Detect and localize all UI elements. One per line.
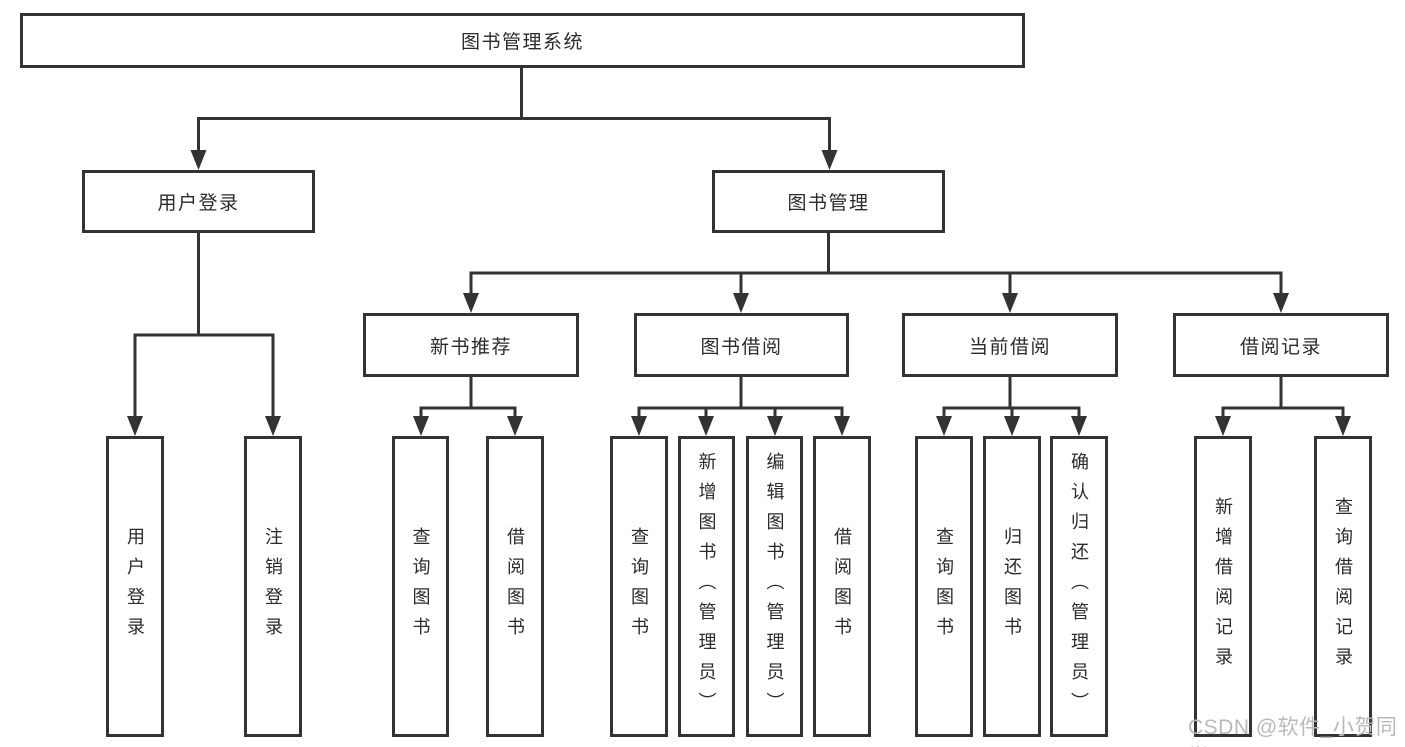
- leaf-return-book: 归还图书: [983, 436, 1041, 737]
- arrowhead-down-icon: [936, 416, 952, 436]
- arrowhead-down-icon: [631, 416, 647, 436]
- leaf-edit-book-admin: 编辑图书（管理员）: [746, 436, 803, 737]
- leaf-query-books-borrowing: 查询图书: [610, 436, 668, 737]
- arrowhead-down-icon: [733, 293, 749, 313]
- leaf-borrow-books-recommend: 借阅图书: [486, 436, 544, 737]
- leaf-borrow-books-borrowing: 借阅图书: [813, 436, 871, 737]
- arrowhead-down-icon: [190, 150, 207, 170]
- arrowhead-down-icon: [834, 416, 850, 436]
- arrowhead-down-icon: [1273, 293, 1289, 313]
- leaf-add-book-admin: 新增图书（管理员）: [678, 436, 735, 737]
- leaf-query-books-recommend: 查询图书: [392, 436, 449, 737]
- csdn-watermark: CSDN @软件_小贺同学: [1188, 716, 1398, 747]
- leaf-add-borrow-record: 新增借阅记录: [1194, 436, 1252, 737]
- node-book-management: 图书管理: [712, 170, 945, 233]
- leaf-query-books-current: 查询图书: [915, 436, 973, 737]
- node-user-login: 用户登录: [82, 170, 315, 233]
- arrowhead-down-icon: [507, 416, 523, 436]
- leaf-user-login: 用户登录: [106, 436, 164, 737]
- node-borrowing-records: 借阅记录: [1173, 313, 1389, 377]
- arrowhead-down-icon: [1335, 416, 1351, 436]
- leaf-logout: 注销登录: [244, 436, 302, 737]
- arrowhead-down-icon: [821, 150, 838, 170]
- node-book-borrowing: 图书借阅: [634, 313, 849, 377]
- arrowhead-down-icon: [463, 293, 479, 313]
- node-current-borrowing: 当前借阅: [902, 313, 1118, 377]
- arrowhead-down-icon: [1004, 416, 1020, 436]
- leaf-confirm-return-admin: 确认归还（管理员）: [1050, 436, 1108, 737]
- node-new-book-recommendation: 新书推荐: [363, 313, 579, 377]
- arrowhead-down-icon: [265, 416, 281, 436]
- arrowhead-down-icon: [127, 416, 143, 436]
- arrowhead-down-icon: [698, 416, 714, 436]
- leaf-query-borrow-record: 查询借阅记录: [1314, 436, 1372, 737]
- arrowhead-down-icon: [1215, 416, 1231, 436]
- arrowhead-down-icon: [1071, 416, 1087, 436]
- arrowhead-down-icon: [1002, 293, 1018, 313]
- arrowhead-down-icon: [413, 416, 429, 436]
- node-library-management-system: 图书管理系统: [20, 13, 1025, 68]
- arrowhead-down-icon: [767, 416, 783, 436]
